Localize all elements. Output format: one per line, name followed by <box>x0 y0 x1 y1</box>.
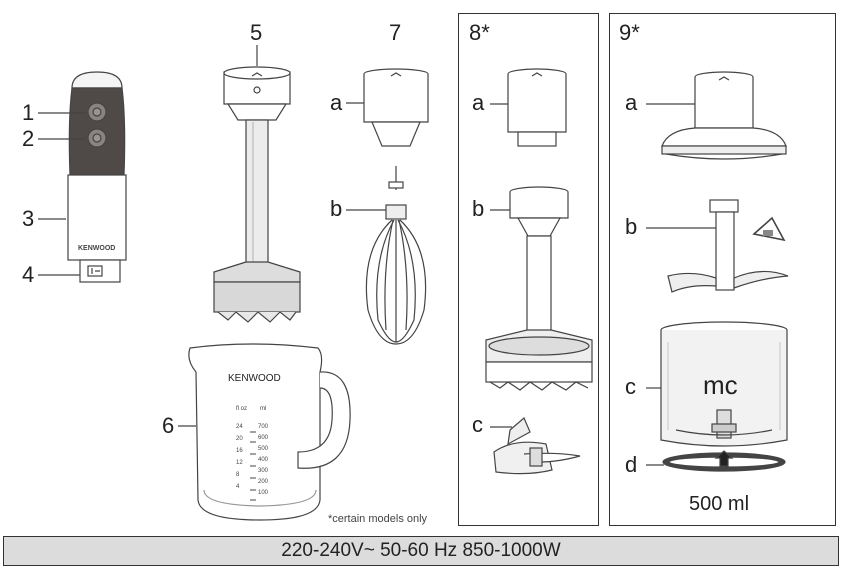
jug-oz-mark: 4 <box>236 484 240 490</box>
jug-oz-mark: 16 <box>236 448 243 454</box>
box-8-title: 8* <box>469 20 490 45</box>
spec-bar: 220-240V~ 50-60 Hz 850-1000W <box>3 536 839 566</box>
chopper-8b-base <box>485 186 593 391</box>
label-3: 3 <box>22 206 35 231</box>
jug-ml-mark: 300 <box>258 468 269 474</box>
chopper-9d-non-slip-base <box>662 450 786 472</box>
label-9d: d <box>625 452 638 477</box>
chopper-8a-bowl-lid <box>507 68 567 147</box>
box-9-title: 9* <box>619 20 640 45</box>
chopper-9c-bowl <box>660 321 788 447</box>
label-7: 7 <box>389 20 402 45</box>
label-9c: c <box>625 374 636 399</box>
jug-oz-mark: 8 <box>236 472 240 478</box>
box-8-frame <box>458 13 599 526</box>
label-8c: c <box>472 412 483 437</box>
footnote: *certain models only <box>328 513 428 525</box>
blender-shaft <box>213 66 301 323</box>
jug-ml-mark: 400 <box>258 457 269 463</box>
label-9a: a <box>625 90 638 115</box>
jug-ml-mark: 100 <box>258 490 269 496</box>
jug-oz-mark: 24 <box>236 424 243 430</box>
jug-unit-oz: fl oz <box>236 406 248 412</box>
motor-handle <box>67 71 127 283</box>
jug-ml-mark: 200 <box>258 479 269 485</box>
measuring-jug <box>188 343 351 521</box>
label-2: 2 <box>22 126 35 151</box>
jug-brand: KENWOOD <box>228 373 281 384</box>
label-9b: b <box>625 214 638 239</box>
jug-ml-mark: 600 <box>258 435 269 441</box>
label-1: 1 <box>22 100 35 125</box>
label-5: 5 <box>250 20 263 45</box>
whisk-attachment <box>363 68 429 345</box>
jug-unit-ml: ml <box>260 406 267 412</box>
box-9-frame <box>609 13 836 526</box>
label-4: 4 <box>22 262 35 287</box>
label-6: 6 <box>162 413 175 438</box>
jug-ml-mark: 500 <box>258 446 269 452</box>
jug-oz-mark: 12 <box>236 460 243 466</box>
capacity-label: 500 ml <box>689 493 750 515</box>
label-8b: b <box>472 196 485 221</box>
label-7a: a <box>330 90 343 115</box>
bowl-mc-text: mc <box>703 370 738 400</box>
label-8a: a <box>472 90 485 115</box>
jug-ml-mark: 700 <box>258 424 269 430</box>
chopper-9a-lid <box>661 71 787 160</box>
handle-brand: KENWOOD <box>78 245 116 252</box>
chopper-9b-blade <box>667 199 789 293</box>
chopper-8c-blade <box>493 417 581 475</box>
jug-oz-mark: 20 <box>236 436 243 442</box>
label-7b: b <box>330 196 343 221</box>
